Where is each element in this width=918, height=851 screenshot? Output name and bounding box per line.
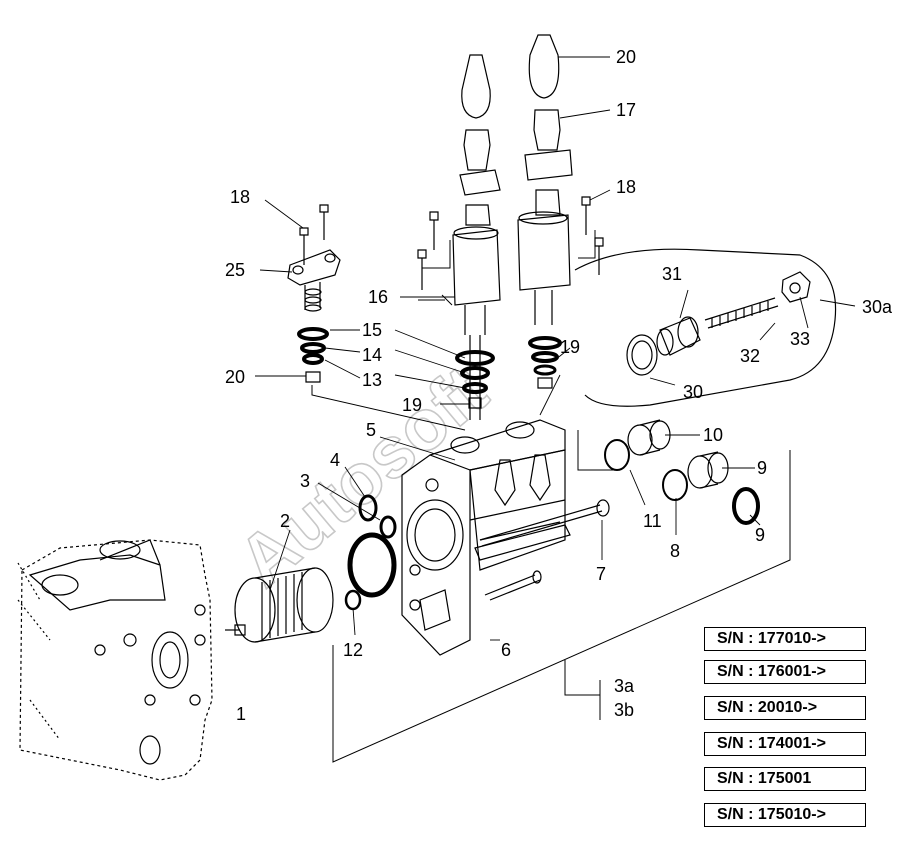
callout-30: 30: [683, 382, 703, 402]
callout-13: 13: [362, 370, 382, 390]
serial-number-box: S/N : 174001->: [704, 732, 866, 756]
filter-spring-part: [225, 567, 334, 643]
callout-25: 25: [225, 260, 245, 280]
solenoid-valve-left: [452, 54, 501, 420]
serial-number-box: S/N : 175001: [704, 767, 866, 791]
callout-4: 4: [330, 450, 340, 470]
callout-3a: 3a: [614, 676, 635, 696]
callout-8: 8: [670, 541, 680, 561]
group-30a: [574, 248, 837, 407]
callout-18-right: 18: [616, 177, 636, 197]
callout-labels: 1 2 3 4 5 6 7 8 9 9 10 11 12 13 14 15 16…: [225, 47, 893, 724]
callout-3: 3: [300, 471, 310, 491]
plugs-and-seals-right: [604, 419, 760, 525]
callout-20-top: 20: [616, 47, 636, 67]
serial-number-box: S/N : 176001->: [704, 660, 866, 684]
callout-31: 31: [662, 264, 682, 284]
callout-19-right: 19: [560, 337, 580, 357]
leader-lines: [255, 56, 856, 641]
serial-number-box: S/N : 20010->: [704, 696, 866, 720]
engine-block-part: [17, 539, 213, 781]
solenoid-valve-right: [517, 34, 573, 325]
callout-9-lower: 9: [755, 525, 765, 545]
serial-number-box: S/N : 175010->: [704, 803, 866, 827]
serial-number-box: S/N : 177010->: [704, 627, 866, 651]
callout-11: 11: [643, 511, 662, 531]
callout-16: 16: [368, 287, 388, 307]
callout-14: 14: [362, 345, 382, 365]
callout-19-centre: 19: [402, 395, 422, 415]
long-bolt-part: [479, 499, 610, 547]
callout-10: 10: [703, 425, 723, 445]
callout-12: 12: [343, 640, 363, 660]
callout-3b: 3b: [614, 700, 634, 720]
callout-2: 2: [280, 511, 290, 531]
group-bracket-lines: [311, 230, 791, 763]
screws-18: [299, 196, 604, 290]
callout-33: 33: [790, 329, 810, 349]
bracket-25: [287, 249, 341, 312]
callout-15: 15: [362, 320, 382, 340]
callout-32: 32: [740, 346, 760, 366]
seal-stack-right: [528, 336, 562, 389]
callout-6: 6: [501, 640, 511, 660]
callout-7: 7: [596, 564, 606, 584]
callout-17: 17: [616, 100, 636, 120]
callout-1: 1: [236, 704, 246, 724]
callout-30a: 30a: [862, 297, 893, 317]
callout-18-left: 18: [230, 187, 250, 207]
callout-9-upper: 9: [757, 458, 767, 478]
seal-stack-left: [297, 327, 329, 383]
callout-5: 5: [366, 420, 376, 440]
valve-housing-part: [401, 419, 571, 656]
callout-20-left: 20: [225, 367, 245, 387]
